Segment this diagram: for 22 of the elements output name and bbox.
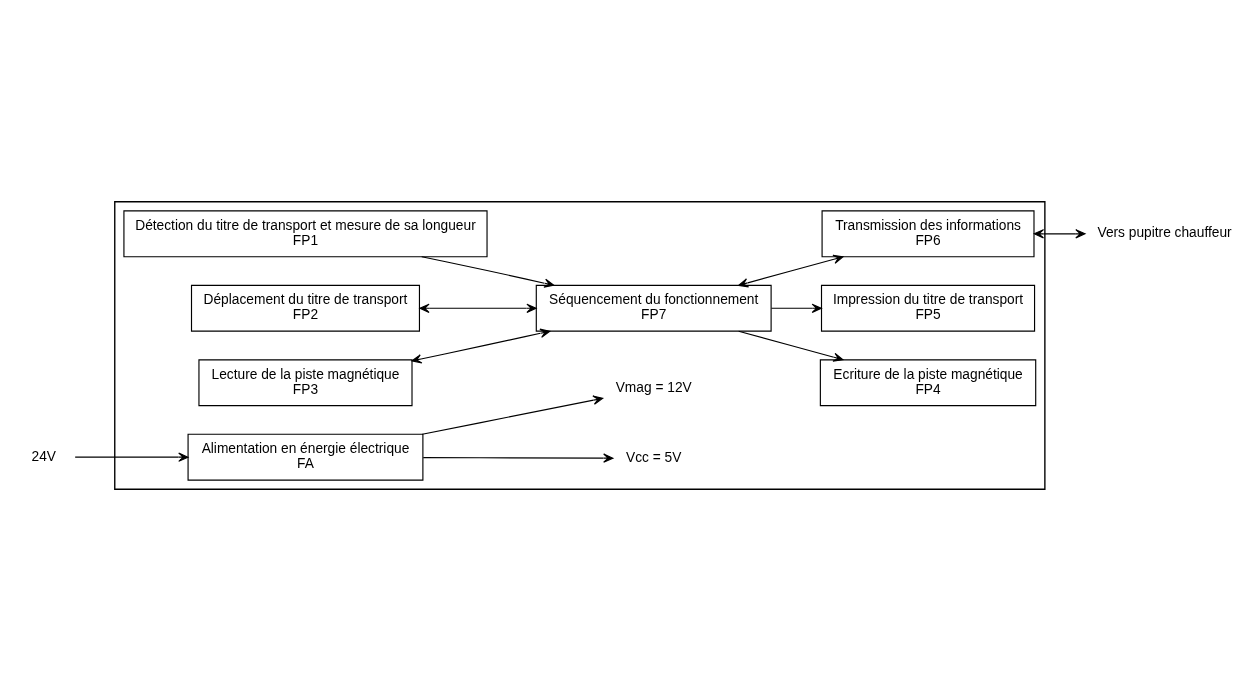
node-text: Vmag = 12V bbox=[615, 380, 692, 396]
arrow bbox=[738, 330, 844, 362]
node-box: Alimentation en énergie électrique FA bbox=[187, 433, 424, 481]
node-text: 24V bbox=[31, 448, 56, 464]
node-box: Déplacement du titre de transport FP2 bbox=[190, 284, 421, 332]
node-box: Transmission des informations FP6 bbox=[821, 210, 1035, 258]
node-box: Détection du titre de transport et mesure de sa longueur FP1 bbox=[123, 210, 488, 258]
arrow bbox=[422, 453, 614, 463]
node-text: Vers pupitre chauffeur bbox=[1097, 225, 1232, 241]
node-box: Lecture de la piste magnétique FP3 bbox=[198, 359, 413, 407]
arrow bbox=[770, 303, 822, 313]
arrow bbox=[419, 303, 537, 313]
node-box: Séquencement du fonctionnement FP7 bbox=[535, 284, 772, 332]
node-box: Impression du titre de transport FP5 bbox=[820, 284, 1036, 332]
node-box: Ecriture de la piste magnétique FP4 bbox=[819, 359, 1037, 407]
arrow bbox=[74, 452, 189, 462]
node-text: Vcc = 5V bbox=[626, 449, 682, 465]
arrow bbox=[411, 328, 551, 364]
arrow bbox=[1033, 229, 1086, 239]
arrow bbox=[421, 395, 604, 435]
arrow bbox=[421, 256, 555, 288]
arrow bbox=[738, 254, 844, 288]
